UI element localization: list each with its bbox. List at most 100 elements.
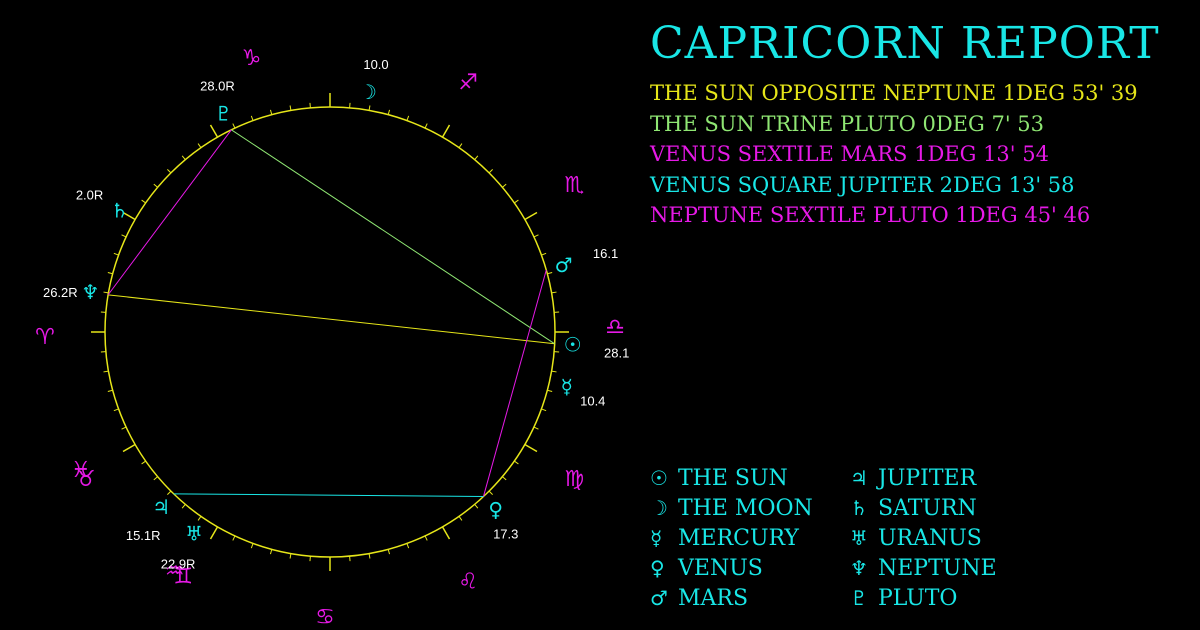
tick-mark (541, 252, 547, 256)
tick-mark (474, 504, 479, 509)
tick-mark (524, 211, 538, 221)
tick-mark (368, 553, 371, 559)
tick-mark (289, 553, 292, 559)
aspect-line-sun-neptune (108, 294, 555, 345)
tick-mark (533, 426, 539, 430)
tick-mark (547, 389, 553, 393)
legend-item: ♃JUPITER (850, 466, 976, 491)
sun-degree-label: 28.1 (604, 346, 629, 361)
legend-label: NEPTUNE (878, 556, 997, 581)
scorpio-icon: ♏ (564, 173, 584, 198)
tick-marks (91, 93, 569, 571)
aspect-line-text: VENUS SEXTILE MARS 1DEG 13' 54 (650, 142, 1049, 166)
zodiac-signs: ♑♐♏♎♍♌♋♊♉♈♓♒ (35, 46, 625, 630)
tick-mark (368, 105, 371, 111)
tick-mark (107, 271, 113, 275)
tick-mark (141, 460, 146, 465)
mercury-icon: ☿ (561, 375, 573, 399)
tick-mark (153, 476, 158, 481)
tick-mark (209, 526, 219, 540)
tick-mark (533, 234, 539, 238)
tick-mark (269, 109, 273, 115)
taurus-icon: ♉ (76, 467, 96, 492)
tick-mark (406, 543, 410, 549)
tick-mark (141, 199, 146, 204)
aries-icon: ♈ (35, 325, 55, 350)
virgo-icon: ♍ (564, 467, 584, 492)
legend-label: SATURN (878, 496, 977, 521)
aspect-line-text: VENUS SQUARE JUPITER 2DEG 13' 58 (650, 172, 1075, 197)
saturn-icon: ♄ (850, 496, 868, 520)
aspect-line-text: THE SUN TRINE PLUTO 0DEG 7' 53 (650, 111, 1044, 136)
legend-label: MARS (678, 586, 749, 611)
tick-mark (424, 123, 428, 129)
tick-mark (502, 183, 507, 188)
mars-icon: ♂ (555, 253, 573, 277)
tick-mark (458, 143, 463, 148)
tick-mark (514, 199, 519, 204)
aspect-list: THE SUN OPPOSITE NEPTUNE 1DEG 53' 39 THE… (650, 78, 1138, 231)
venus-degree-label: 17.3 (493, 527, 518, 542)
tick-mark (387, 549, 391, 555)
uranus-degree-label: 22.9R (161, 556, 196, 571)
tick-mark (107, 389, 113, 393)
tick-mark (167, 169, 172, 174)
tick-mark (197, 143, 202, 148)
tick-mark (269, 549, 273, 555)
tick-mark (488, 490, 493, 495)
tick-mark (232, 123, 236, 129)
tick-mark (502, 476, 507, 481)
tick-mark (551, 291, 557, 294)
cancer-icon: ♋ (315, 605, 335, 630)
legend-label: THE MOON (678, 496, 813, 521)
tick-mark (547, 271, 553, 275)
tick-mark (197, 516, 202, 521)
venus-icon: ♀ (488, 498, 503, 522)
venus-icon: ♀ (650, 556, 665, 580)
tick-mark (121, 426, 127, 430)
pluto-icon: ♇ (215, 102, 233, 126)
pisces-icon: ♓ (71, 458, 91, 483)
page-title: CAPRICORN REPORT (650, 18, 1160, 69)
tick-mark (541, 408, 547, 412)
libra-icon: ♎ (605, 315, 625, 340)
gemini-icon: ♊ (173, 564, 193, 589)
neptune-degree-label: 26.2R (43, 285, 78, 300)
tick-mark (103, 370, 109, 373)
legend-item: ♇ PLUTO (850, 586, 957, 611)
aspect-line-text: THE SUN OPPOSITE NEPTUNE 1DEG 53' 39 (650, 81, 1138, 105)
planet-legend: ☉THE SUN ☽THE MOON ☿MERCURY ♀VENUS ♂MARS… (650, 466, 1010, 616)
legend-label: THE SUN (678, 466, 788, 491)
legend-item: ♂MARS (650, 586, 748, 611)
legend-item: ♄ SATURN (850, 496, 977, 521)
legend-item: ♆ NEPTUNE (850, 556, 997, 581)
legend-label: MERCURY (678, 526, 799, 551)
planet-markers: ☉28.1☽10.0☿10.4♀17.3♂16.1♃15.1R♄2.0R♅22.… (43, 57, 629, 571)
tick-mark (387, 109, 391, 115)
wheel-circle (104, 106, 556, 558)
jupiter-degree-label: 15.1R (126, 528, 161, 543)
saturn-degree-label: 2.0R (76, 188, 103, 203)
legend-item: ☽THE MOON (650, 496, 813, 521)
neptune-icon: ♆ (850, 556, 868, 580)
leo-icon: ♌ (458, 569, 478, 594)
sagittarius-icon: ♐ (458, 71, 478, 96)
tick-mark (209, 124, 219, 138)
aspect-line-neptune-pluto (107, 129, 232, 296)
tick-mark (474, 155, 479, 160)
aspect-line-sun-pluto (231, 129, 555, 345)
uranus-icon: ♅ (185, 521, 203, 545)
sun-icon: ☉ (650, 466, 668, 490)
tick-mark (289, 105, 292, 111)
neptune-icon: ♆ (81, 280, 99, 304)
pluto-degree-label: 28.0R (200, 79, 235, 94)
aquarius-icon: ♒ (165, 559, 185, 584)
tick-mark (424, 535, 428, 541)
tick-mark (514, 460, 519, 465)
tick-mark (121, 234, 127, 238)
legend-label: PLUTO (878, 586, 958, 611)
moon-icon: ☽ (359, 80, 377, 104)
saturn-icon: ♄ (111, 199, 129, 223)
pluto-icon: ♇ (850, 586, 868, 610)
tick-mark (153, 183, 158, 188)
